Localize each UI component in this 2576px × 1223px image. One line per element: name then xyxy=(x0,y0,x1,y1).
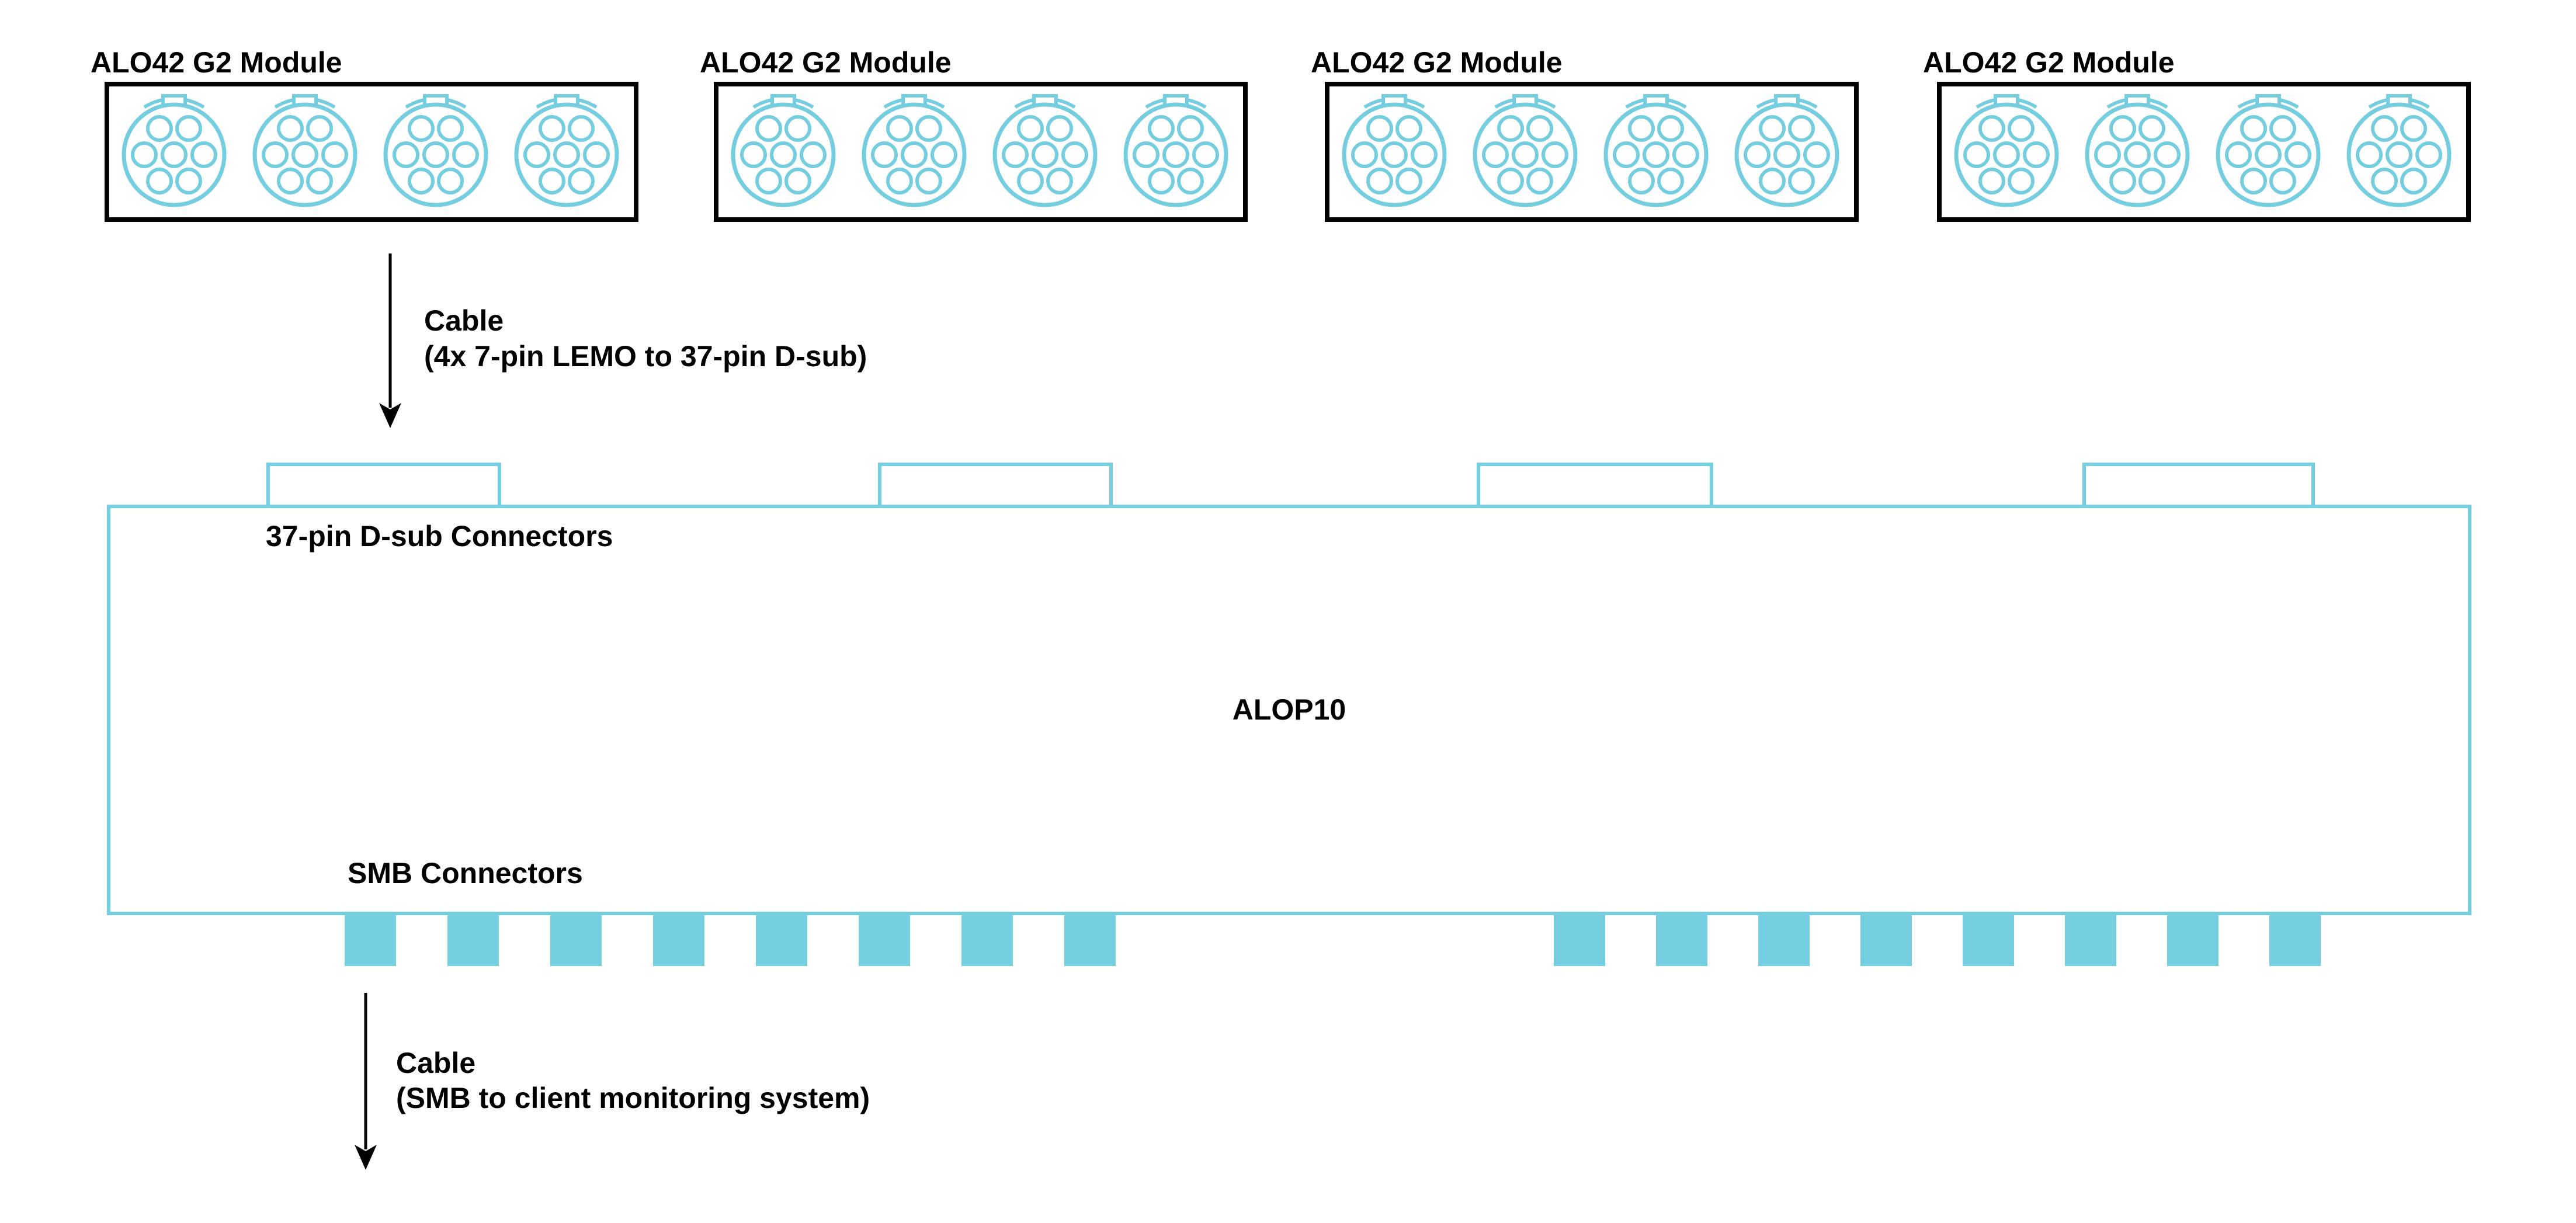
alo42-module-1: ALO42 G2 Module xyxy=(91,46,638,222)
smb-connector xyxy=(1064,913,1116,966)
cable-top-line2: (4x 7-pin LEMO to 37-pin D-sub) xyxy=(424,340,867,373)
module-title: ALO42 G2 Module xyxy=(1923,46,2175,79)
module-box xyxy=(714,82,1248,222)
smb-connector xyxy=(1963,913,2014,966)
lemo-connector xyxy=(864,96,964,205)
smb-connector xyxy=(2167,913,2219,966)
smb-connector xyxy=(756,913,807,966)
smb-connector xyxy=(447,913,499,966)
alop10-box xyxy=(107,505,2471,915)
module-title: ALO42 G2 Module xyxy=(1311,46,1563,79)
cable-top-label: Cable (4x 7-pin LEMO to 37-pin D-sub) xyxy=(424,304,867,373)
smb-connector-group-right xyxy=(1554,913,2321,966)
smb-connector-group-left xyxy=(345,913,1116,966)
smb-connector xyxy=(550,913,602,966)
cable-arrow-bottom xyxy=(355,993,377,1170)
cable-top-line1: Cable xyxy=(424,304,504,337)
lemo-connector xyxy=(1956,96,2057,205)
lemo-connector xyxy=(733,96,834,205)
dsub-connectors-label: 37-pin D-sub Connectors xyxy=(266,520,613,553)
module-box xyxy=(1937,82,2471,222)
lemo-connector xyxy=(1606,96,1706,205)
module-title: ALO42 G2 Module xyxy=(700,46,952,79)
arrow-head xyxy=(355,1145,377,1170)
smb-connector xyxy=(1656,913,1707,966)
lemo-connector xyxy=(124,96,224,205)
smb-connector xyxy=(653,913,704,966)
alop10-label: ALOP10 xyxy=(1233,693,1346,726)
smb-connectors-label: SMB Connectors xyxy=(348,857,583,890)
lemo-connector xyxy=(2087,96,2188,205)
lemo-connector xyxy=(1737,96,1837,205)
lemo-connector xyxy=(255,96,355,205)
lemo-connector xyxy=(1126,96,1226,205)
smb-connector xyxy=(2269,913,2321,966)
cable-arrow-top xyxy=(379,253,401,428)
lemo-connector xyxy=(995,96,1095,205)
alo42-module-3: ALO42 G2 Module xyxy=(1311,46,1859,222)
module-box xyxy=(1325,82,1859,222)
cable-bottom-label: Cable (SMB to client monitoring system) xyxy=(396,1047,870,1114)
dsub-connector-tab xyxy=(266,463,501,508)
module-box xyxy=(105,82,638,222)
smb-connector xyxy=(859,913,910,966)
lemo-connector xyxy=(1475,96,1575,205)
smb-connector xyxy=(2065,913,2116,966)
alop10-unit: 37-pin D-sub Connectors ALOP10 SMB Conne… xyxy=(107,463,2471,966)
smb-connector xyxy=(961,913,1013,966)
lemo-connector xyxy=(2349,96,2449,205)
dsub-connector-tab xyxy=(1477,463,1713,508)
dsub-connector-tab xyxy=(878,463,1113,508)
cable-bottom-line2: (SMB to client monitoring system) xyxy=(396,1082,870,1114)
alo42-module-2: ALO42 G2 Module xyxy=(700,46,1248,222)
module-title: ALO42 G2 Module xyxy=(91,46,342,79)
lemo-connector xyxy=(516,96,617,205)
smb-connector xyxy=(1860,913,1912,966)
lemo-connector xyxy=(386,96,486,205)
dsub-connector-tab xyxy=(2082,463,2315,508)
arrow-head xyxy=(379,403,401,428)
alo42-module-4: ALO42 G2 Module xyxy=(1923,46,2471,222)
smb-connector xyxy=(1554,913,1605,966)
smb-connector xyxy=(345,913,396,966)
lemo-connector xyxy=(2218,96,2318,205)
smb-connector xyxy=(1758,913,1810,966)
cable-bottom-line1: Cable xyxy=(396,1047,475,1079)
lemo-connector xyxy=(1344,96,1445,205)
